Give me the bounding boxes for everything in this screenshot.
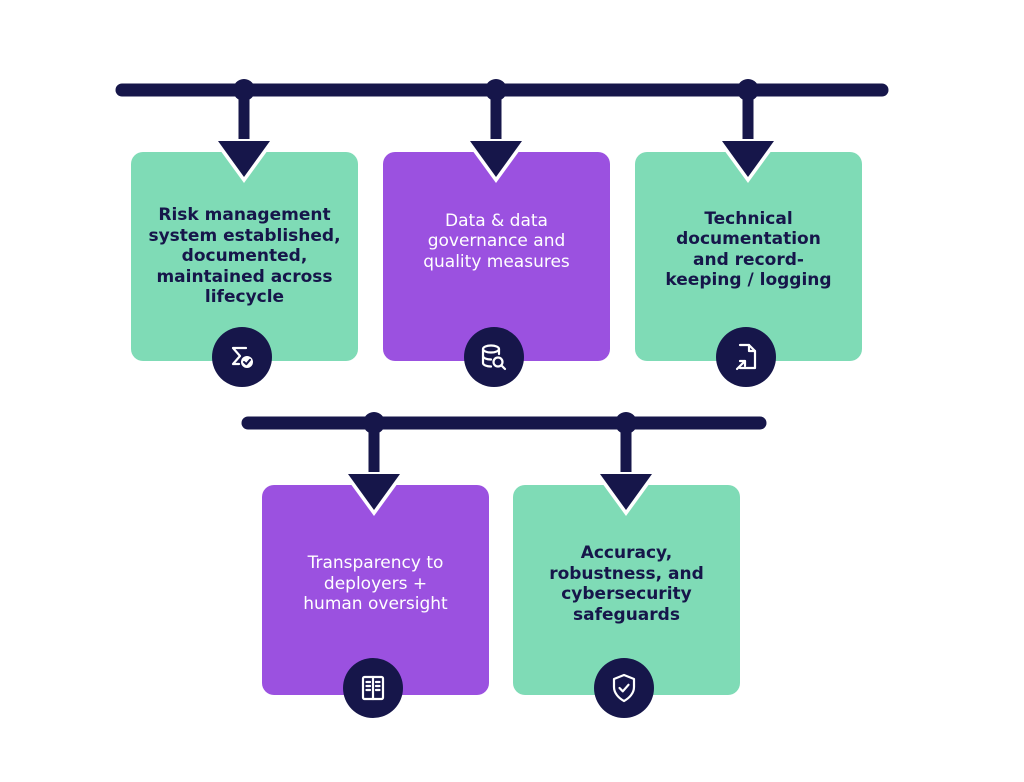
card-technical-documentation-text: Technical documentation and record- keep… xyxy=(665,208,832,291)
sigma-check-icon xyxy=(212,327,272,387)
shield-check-icon xyxy=(594,658,654,718)
card-risk-management-text: Risk management system established, docu… xyxy=(148,205,341,308)
card-transparency-text: Transparency to deployers + human oversi… xyxy=(303,553,448,615)
card-accuracy-text: Accuracy, robustness, and cybersecurity … xyxy=(549,543,704,625)
card-transparency: Transparency to deployers + human oversi… xyxy=(262,485,489,695)
database-search-icon xyxy=(464,327,524,387)
card-technical-documentation: Technical documentation and record- keep… xyxy=(635,152,862,361)
open-book-icon xyxy=(343,658,403,718)
card-data-governance-text: Data & data governance and quality measu… xyxy=(423,210,570,272)
card-risk-management: Risk management system established, docu… xyxy=(131,152,358,361)
card-data-governance: Data & data governance and quality measu… xyxy=(383,152,610,361)
document-link-icon xyxy=(716,327,776,387)
